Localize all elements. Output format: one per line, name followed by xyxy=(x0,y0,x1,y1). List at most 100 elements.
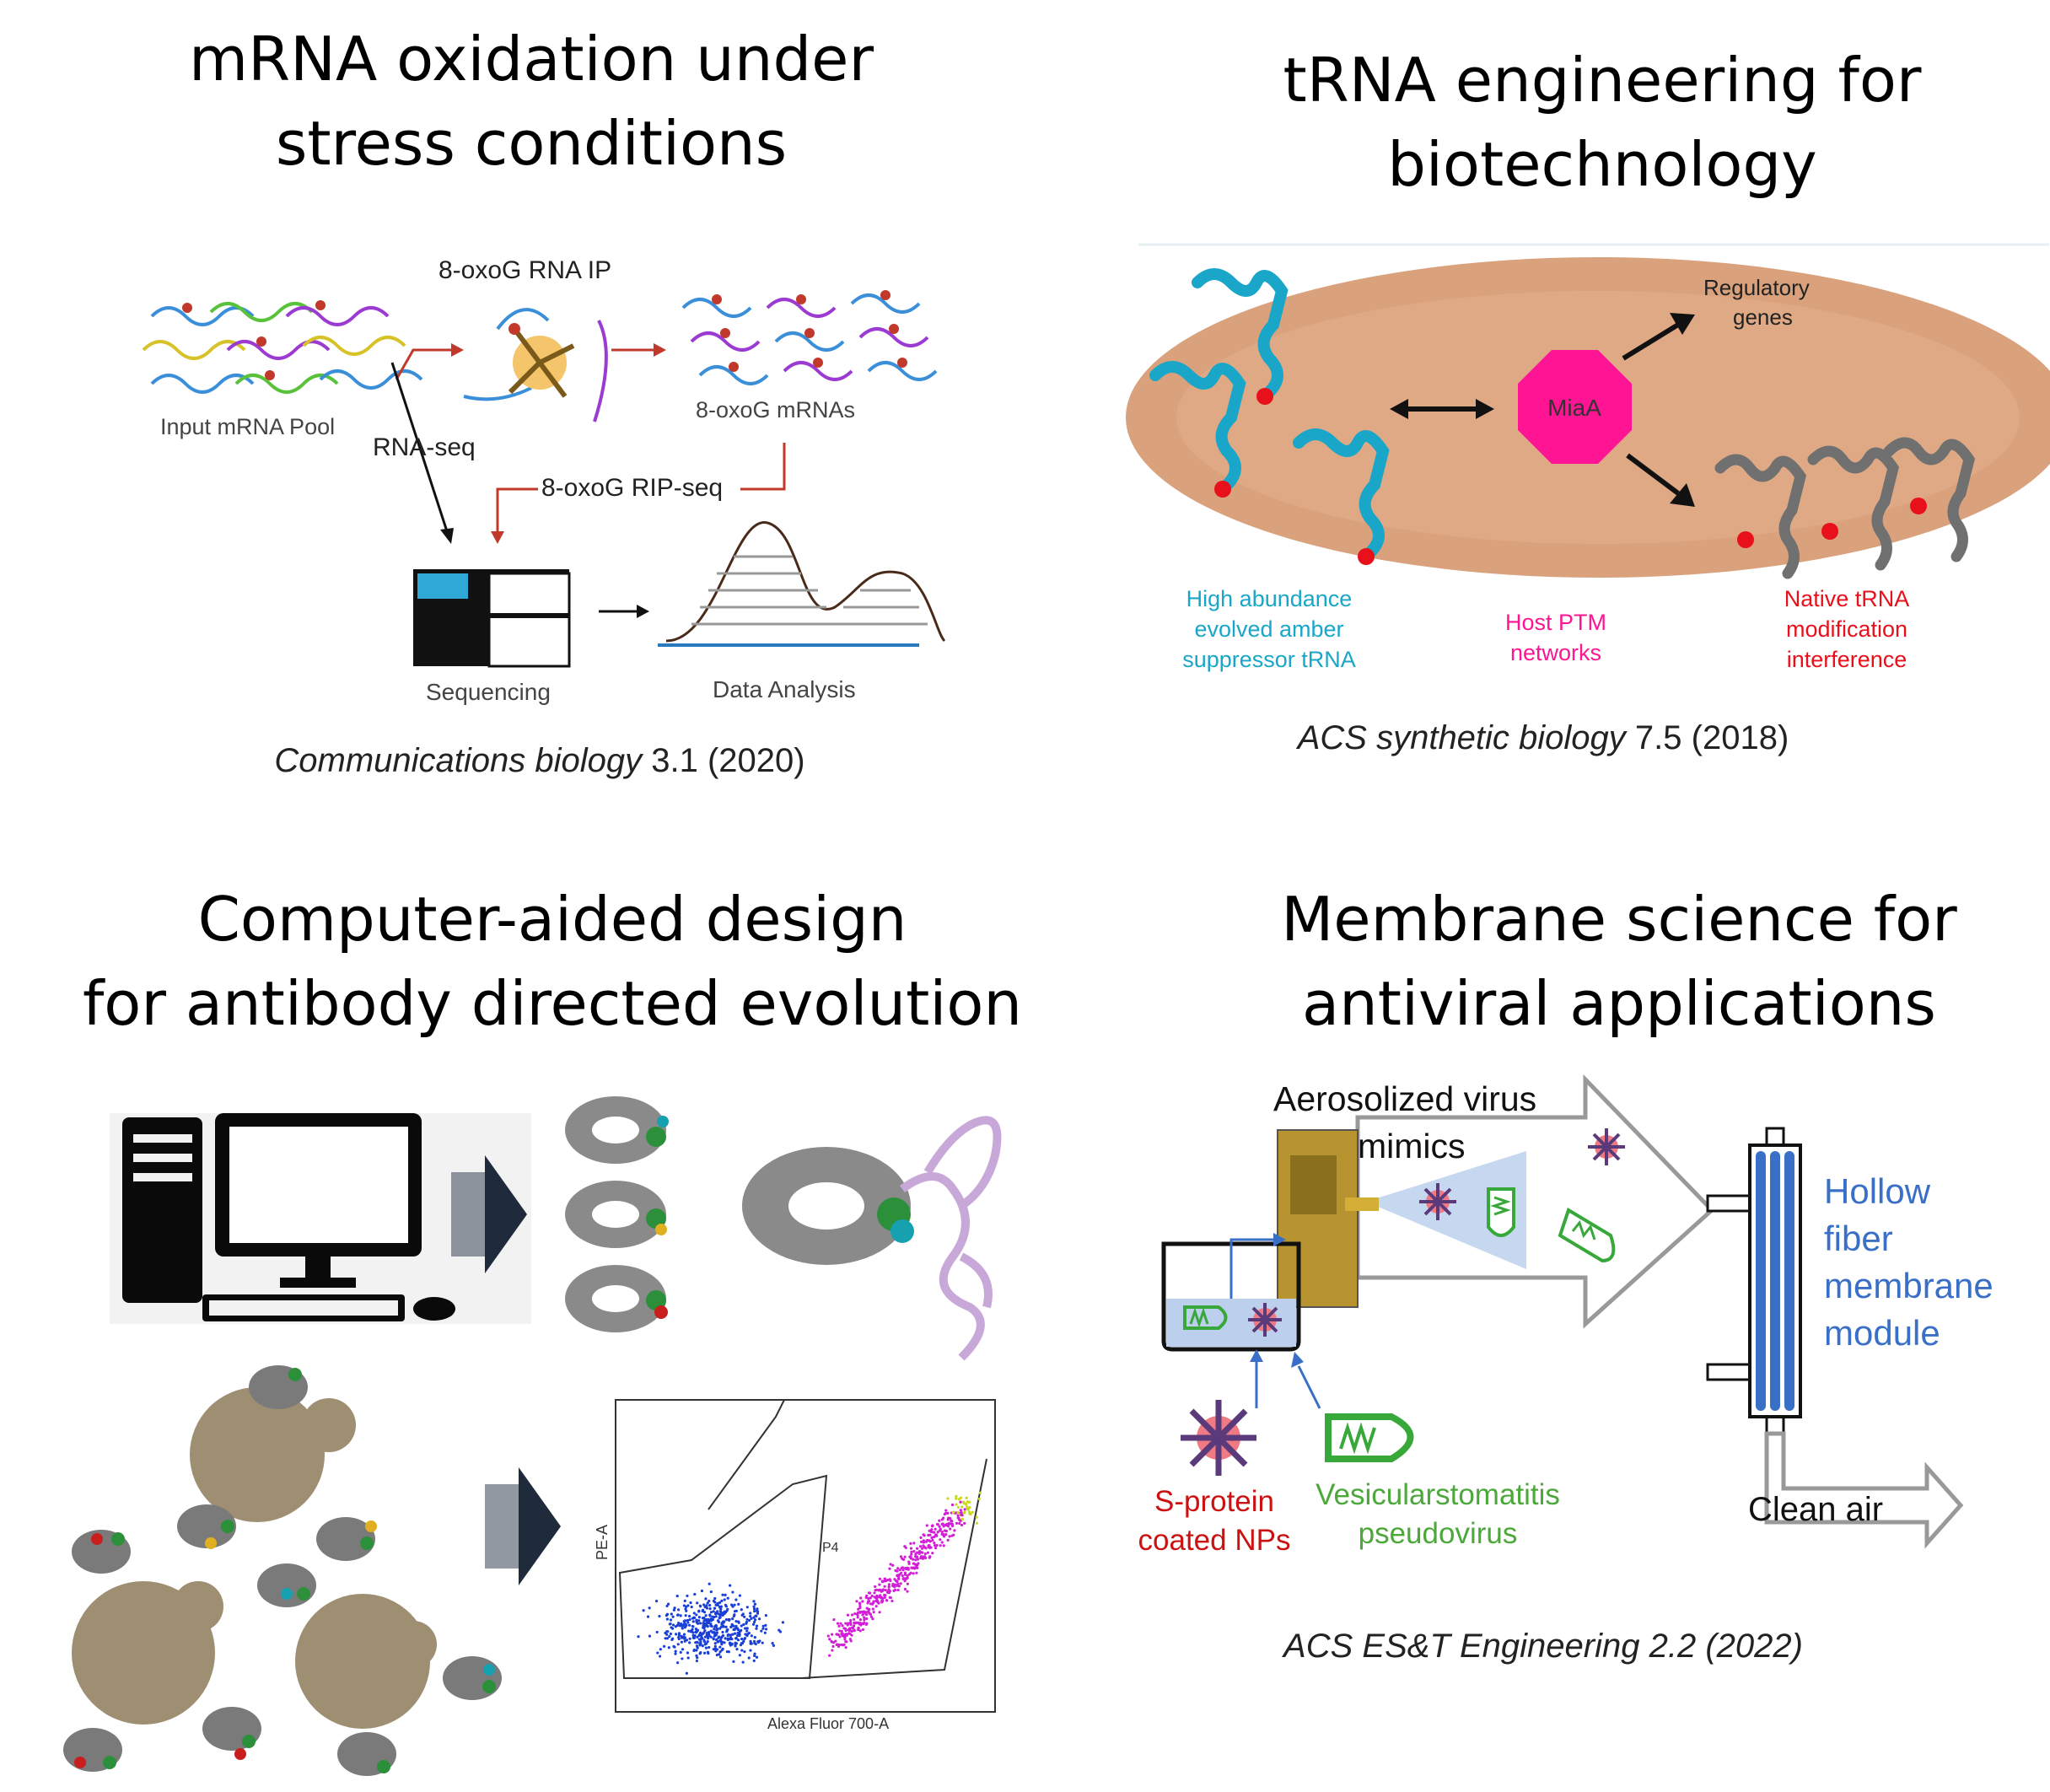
facs-dot-magenta xyxy=(863,1616,866,1619)
facs-dot-blue xyxy=(753,1610,756,1613)
facs-dot-blue xyxy=(740,1642,743,1645)
facs-dot-blue xyxy=(751,1622,756,1626)
facs-dot-magenta xyxy=(928,1556,931,1559)
trna-title-line1: tRNA engineering for xyxy=(1283,45,1922,116)
facs-dot-magenta xyxy=(969,1512,972,1516)
facs-dot-magenta xyxy=(958,1521,961,1526)
facs-dot-magenta xyxy=(896,1567,900,1570)
facs-dot-magenta xyxy=(946,1497,950,1500)
facs-dot-blue xyxy=(708,1613,712,1617)
facs-dot-magenta xyxy=(938,1529,942,1532)
facs-dot-blue xyxy=(703,1622,707,1626)
facs-dot-magenta xyxy=(828,1638,831,1641)
facs-dot-blue xyxy=(701,1608,705,1612)
facs-dot-magenta xyxy=(884,1589,887,1592)
nebulizer-nozzle xyxy=(1345,1197,1379,1211)
input-mrna-pool-graphic xyxy=(142,300,423,394)
membrane-panel-title: Membrane science for antiviral applicati… xyxy=(1155,877,2050,1046)
facs-dot-blue xyxy=(720,1649,724,1652)
facs-dot-magenta xyxy=(840,1629,843,1633)
facs-dot-blue xyxy=(728,1641,732,1644)
facs-dot-magenta xyxy=(895,1579,899,1583)
facs-dot-blue xyxy=(756,1607,759,1611)
np-icon-reservoir xyxy=(1248,1303,1282,1337)
facs-dot-blue xyxy=(718,1616,721,1620)
facs-dot-blue xyxy=(761,1624,765,1628)
facs-dot-blue xyxy=(708,1607,712,1611)
mrna-citation-detail: 3.1 (2020) xyxy=(642,742,805,779)
hollow-fiber-line2: fiber xyxy=(1824,1219,1893,1258)
aerosol-label-line2: mimics xyxy=(1358,1127,1466,1165)
facs-dot-blue xyxy=(737,1621,740,1624)
facs-dot-magenta xyxy=(866,1601,869,1605)
facs-dot-magenta xyxy=(834,1639,837,1643)
facs-dot-magenta xyxy=(907,1560,911,1563)
facs-dot-blue xyxy=(714,1638,718,1642)
facs-dot-magenta xyxy=(831,1633,834,1636)
facs-dot-magenta xyxy=(924,1547,928,1550)
facs-dot-blue xyxy=(752,1605,756,1608)
facs-dot-magenta xyxy=(883,1577,887,1580)
facs-dot-blue xyxy=(731,1617,734,1621)
facs-dot-magenta xyxy=(930,1525,934,1528)
facs-dot-blue xyxy=(718,1645,722,1649)
facs-dot-magenta xyxy=(921,1557,925,1560)
facs-dot-blue xyxy=(655,1630,659,1634)
facs-dot-blue xyxy=(742,1622,745,1627)
facs-dot-magenta xyxy=(959,1496,963,1499)
facs-dot-blue xyxy=(717,1639,720,1644)
facs-dot-magenta xyxy=(856,1616,859,1619)
facs-dot-magenta xyxy=(878,1588,881,1591)
facs-dot-blue xyxy=(734,1624,738,1628)
facs-dot-blue xyxy=(731,1605,734,1608)
facs-dot-blue xyxy=(745,1622,748,1625)
trna-anticodon-marks xyxy=(1214,388,1375,565)
facs-dot-magenta xyxy=(849,1618,853,1622)
facs-dot-blue xyxy=(732,1660,735,1663)
facs-dot-magenta xyxy=(831,1649,834,1652)
facs-dot-magenta xyxy=(948,1535,951,1538)
mrna-workflow-diagram: Input mRNA Pool 8-oxoG RNA IP 8-oxoG xyxy=(142,256,946,705)
facs-dot-magenta xyxy=(862,1622,865,1626)
facs-dot-magenta xyxy=(910,1550,913,1553)
facs-dot-blue xyxy=(764,1623,767,1627)
facs-dot-magenta xyxy=(956,1514,960,1517)
facs-dot-blue xyxy=(709,1635,713,1639)
facs-dot-blue xyxy=(696,1622,700,1625)
facs-dot-magenta xyxy=(881,1588,885,1591)
facs-dot-magenta xyxy=(878,1583,881,1586)
facs-dot-blue xyxy=(665,1604,669,1608)
facs-dot-magenta xyxy=(873,1591,876,1595)
facs-dot-blue xyxy=(717,1620,721,1623)
facs-dot-magenta xyxy=(869,1612,873,1616)
facs-dot-magenta xyxy=(944,1523,947,1526)
facs-dot-blue xyxy=(703,1651,707,1655)
facs-dot-blue xyxy=(700,1589,704,1593)
facs-dot-magenta xyxy=(838,1635,842,1639)
facs-dot-magenta xyxy=(871,1607,874,1611)
antibody-bead-graphic xyxy=(463,308,608,422)
facs-dot-magenta xyxy=(924,1540,928,1543)
trna-citation-journal: ACS synthetic biology xyxy=(1297,719,1626,756)
facs-dot-magenta xyxy=(828,1654,831,1657)
facs-dot-blue xyxy=(781,1621,785,1624)
facs-dot-blue xyxy=(718,1601,722,1605)
facs-dot-blue xyxy=(726,1637,729,1640)
data-analysis-label: Data Analysis xyxy=(713,676,856,702)
facs-dot-magenta xyxy=(883,1585,886,1588)
facs-dot-magenta xyxy=(866,1607,869,1611)
facs-dot-blue xyxy=(699,1651,702,1655)
facs-dot-blue xyxy=(719,1625,724,1628)
np-icon-spray xyxy=(1419,1183,1456,1220)
facs-dot-magenta xyxy=(899,1555,903,1558)
trna-title-line2: biotechnology xyxy=(1387,129,1817,200)
hollow-fiber-line1: Hollow xyxy=(1824,1171,1931,1211)
facs-dot-magenta xyxy=(873,1596,876,1599)
facs-dot-blue xyxy=(673,1606,676,1610)
membrane-citation: ACS ES&T Engineering 2.2 (2022) xyxy=(1283,1628,1803,1665)
facs-dot-magenta xyxy=(908,1555,912,1558)
aerosol-label-line1: Aerosolized virus xyxy=(1273,1079,1537,1118)
facs-dot-blue xyxy=(708,1604,712,1607)
facs-dot-blue xyxy=(695,1649,698,1652)
facs-dot-magenta xyxy=(903,1587,907,1591)
